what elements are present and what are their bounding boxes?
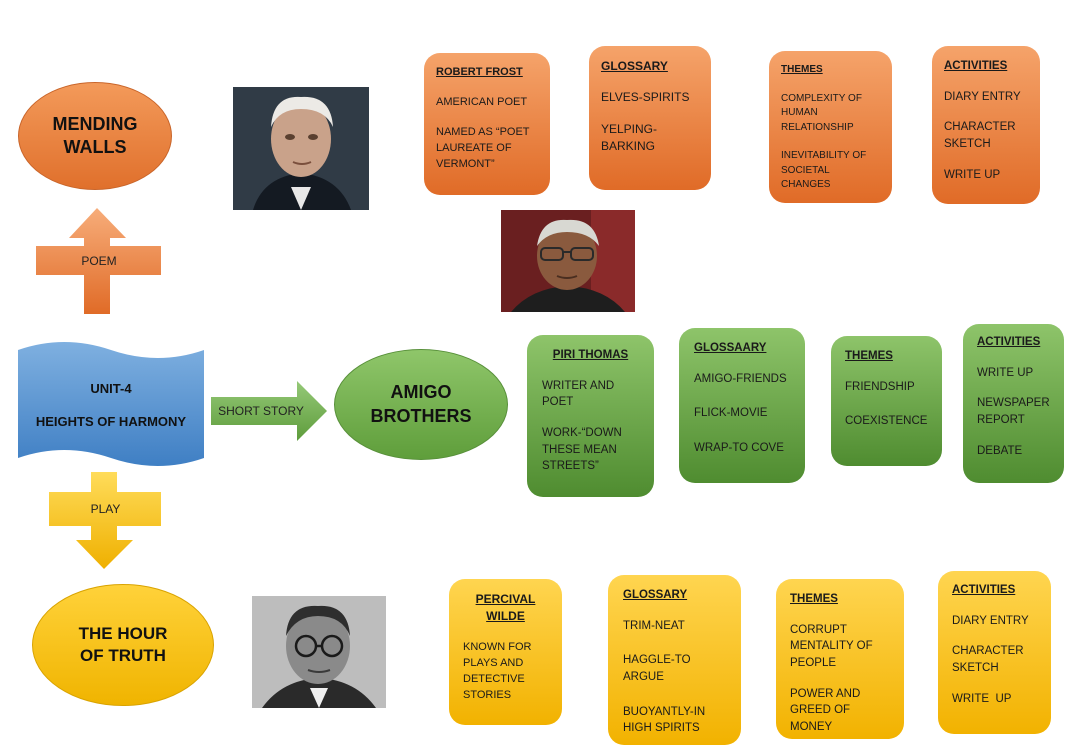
story-themes-title: THEMES — [845, 350, 893, 362]
play-title-line1: THE HOUR — [78, 623, 168, 643]
play-activities-item-3: WRITE UP — [952, 692, 1012, 705]
story-glossary-item-1: AMIGO-FRIENDS — [694, 372, 787, 385]
poem-themes-item-2: INEVITABILITY OF SOCIETAL CHANGES — [781, 150, 867, 190]
story-activities-item-2: NEWSPAPER REPORT — [977, 397, 1050, 427]
percival-wilde-photo — [252, 596, 386, 708]
story-author-title: PIRI THOMAS — [552, 349, 629, 361]
unit-name: HEIGHTS OF HARMONY — [35, 414, 187, 429]
robert-frost-photo — [233, 87, 369, 210]
poem-activities-item-1: DIARY ENTRY — [944, 90, 1021, 103]
story-glossary-item-2: FLICK-MOVIE — [694, 407, 768, 420]
poem-glossary-title: GLOSSARY — [601, 59, 668, 73]
play-title-line2: OF TRUTH — [80, 646, 166, 665]
poem-glossary-item-1: ELVES-SPIRITS — [601, 90, 690, 105]
story-activities-item-1: WRITE UP — [977, 366, 1034, 379]
story-themes-item-1: FRIENDSHIP — [845, 380, 915, 393]
poem-activities-card: ACTIVITIES DIARY ENTRY CHARACTER SKETCH … — [932, 46, 1040, 204]
play-glossary-card: GLOSSARY TRIM-NEAT HAGGLE-TO ARGUE BUOYA… — [608, 575, 741, 745]
story-title-line1: AMIGO — [390, 382, 452, 403]
play-arrow-label: PLAY — [90, 502, 121, 516]
play-themes-item-2: POWER AND GREED OF MONEY — [790, 687, 861, 734]
play-author-item-1: KNOWN FOR PLAYS AND DETECTIVE STORIES — [463, 640, 532, 701]
play-activities-item-1: DIARY ENTRY — [952, 614, 1029, 627]
poem-author-item-1: AMERICAN POET — [436, 95, 528, 108]
poem-arrow-label: POEM — [81, 253, 117, 268]
play-author-title: PERCIVAL WILDE — [475, 592, 536, 624]
play-author-card: PERCIVAL WILDE KNOWN FOR PLAYS AND DETEC… — [449, 579, 562, 725]
story-glossary-card: GLOSSAARY AMIGO-FRIENDS FLICK-MOVIE WRAP… — [679, 328, 805, 483]
play-activities-card: ACTIVITIES DIARY ENTRY CHARACTER SKETCH … — [938, 571, 1051, 734]
poem-title-ellipse: MENDING WALLS — [18, 82, 172, 190]
poem-author-title: ROBERT FROST — [436, 66, 523, 78]
play-glossary-item-3: BUOYANTLY-IN HIGH SPIRITS — [623, 705, 706, 735]
poem-author-item-2: NAMED AS “POET LAUREATE OF VERMONT” — [436, 125, 530, 170]
poem-activities-item-2: CHARACTER SKETCH — [944, 121, 1016, 151]
poem-arrow — [36, 208, 161, 314]
story-title-ellipse: AMIGO BROTHERS — [334, 349, 508, 460]
unit-text: UNIT-4 HEIGHTS OF HARMONY — [18, 342, 204, 468]
play-glossary-title: GLOSSARY — [623, 589, 688, 601]
play-themes-item-1: CORRUPT MENTALITY OF PEOPLE — [790, 623, 873, 670]
piri-thomas-photo — [501, 210, 635, 312]
story-glossary-item-3: WRAP-TO COVE — [694, 442, 784, 455]
poem-themes-item-1: COMPLEXITY OF HUMAN RELATIONSHIP — [781, 92, 862, 133]
story-author-item-1: WRITER AND POET — [542, 379, 615, 409]
story-themes-card: THEMES FRIENDSHIP COEXISTENCE — [831, 336, 942, 466]
story-themes-item-2: COEXISTENCE — [845, 415, 928, 428]
story-title-line2: BROTHERS — [370, 405, 472, 426]
poem-title-line1: MENDING — [52, 113, 138, 134]
unit-label: UNIT-4 — [90, 381, 132, 396]
story-author-card: PIRI THOMAS WRITER AND POET WORK-“DOWN T… — [527, 335, 654, 497]
poem-activities-title: ACTIVITIES — [944, 60, 1008, 72]
play-themes-title: THEMES — [790, 593, 838, 605]
story-activities-title: ACTIVITIES — [977, 336, 1041, 348]
poem-glossary-card: GLOSSARY ELVES-SPIRITS YELPING-BARKING — [589, 46, 711, 190]
story-activities-card: ACTIVITIES WRITE UP NEWSPAPER REPORT DEB… — [963, 324, 1064, 483]
short-story-arrow — [211, 381, 327, 441]
play-title-ellipse: THE HOUR OF TRUTH — [32, 584, 214, 706]
poem-author-card: ROBERT FROST AMERICAN POET NAMED AS “POE… — [424, 53, 550, 195]
poem-title-line2: WALLS — [63, 137, 127, 157]
play-themes-card: THEMES CORRUPT MENTALITY OF PEOPLE POWER… — [776, 579, 904, 739]
short-story-arrow-label: SHORT STORY — [218, 404, 304, 418]
play-activities-item-2: CHARACTER SKETCH — [952, 645, 1024, 675]
unit-banner — [18, 342, 204, 466]
poem-themes-title: THEMES — [781, 64, 823, 75]
play-activities-title: ACTIVITIES — [952, 584, 1016, 596]
story-activities-item-3: DEBATE — [977, 444, 1023, 457]
poem-glossary-item-2: YELPING-BARKING — [601, 121, 658, 154]
poem-themes-card: THEMES COMPLEXITY OF HUMAN RELATIONSHIP … — [769, 51, 892, 203]
play-glossary-item-2: HAGGLE-TO ARGUE — [623, 654, 691, 684]
poem-activities-item-3: WRITE UP — [944, 168, 1001, 181]
story-author-item-2: WORK-“DOWN THESE MEAN STREETS” — [542, 427, 622, 473]
play-arrow — [49, 472, 161, 569]
play-glossary-item-1: TRIM-NEAT — [623, 619, 685, 632]
story-glossary-title: GLOSSAARY — [694, 342, 767, 354]
